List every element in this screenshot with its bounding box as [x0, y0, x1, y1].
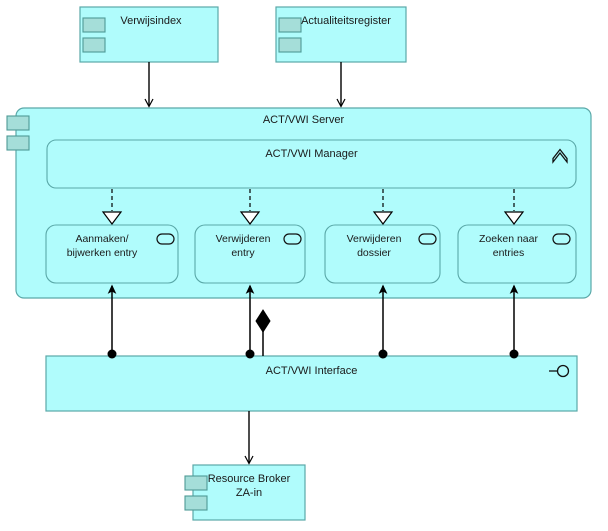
component-tab-upper-icon: [82, 17, 106, 33]
manager-body: [46, 139, 577, 189]
component-body: [192, 464, 306, 521]
operation-zoeken-naar-entries[interactable]: [457, 224, 577, 284]
operation-verwijderen-entry[interactable]: [194, 224, 306, 284]
component-body: [79, 6, 219, 63]
rounded-rect-icon: [552, 233, 571, 245]
server-tab-upper-icon: [6, 115, 30, 131]
realization-manager-to-verwijderen-entry: [239, 189, 261, 225]
operation-aanmaken-bijwerken-entry[interactable]: [45, 224, 179, 284]
operation-body: [45, 224, 179, 284]
assembly-ball-icon: [107, 349, 117, 359]
realization-manager-to-aanmaken: [101, 189, 123, 225]
assembly-aanmaken: [107, 284, 117, 359]
realization-manager-to-zoeken: [503, 189, 525, 225]
assembly-ball-icon: [378, 349, 388, 359]
component-actualiteitsregister[interactable]: [275, 6, 407, 63]
component-tab-upper-icon: [278, 17, 302, 33]
chevron-up-icon: [552, 148, 568, 164]
operation-body: [457, 224, 577, 284]
assembly-zoeken: [509, 284, 519, 359]
component-verwijsindex[interactable]: [79, 6, 219, 63]
server-tab-lower-icon: [6, 135, 30, 151]
operation-verwijderen-dossier[interactable]: [324, 224, 441, 284]
rounded-rect-icon: [156, 233, 175, 245]
assembly-verwijderen-entry: [245, 284, 255, 359]
component-tab-lower-icon: [184, 495, 208, 511]
composition-diamond-icon: [255, 309, 271, 333]
component-body: [275, 6, 407, 63]
rounded-rect-icon: [283, 233, 302, 245]
realization-manager-to-verwijderen-dossier: [372, 189, 394, 225]
component-resource-broker-za-in[interactable]: [184, 464, 306, 521]
operation-body: [324, 224, 441, 284]
component-tab-lower-icon: [82, 37, 106, 53]
act-vwi-interface-box[interactable]: [45, 355, 578, 412]
act-vwi-manager-box[interactable]: [46, 139, 577, 189]
rounded-rect-icon: [418, 233, 437, 245]
provided-interface-lollipop-icon: [549, 364, 570, 378]
composition-connector: [255, 309, 271, 356]
component-tab-lower-icon: [278, 37, 302, 53]
component-tab-upper-icon: [184, 475, 208, 491]
assembly-verwijderen-dossier: [378, 284, 388, 359]
assembly-ball-icon: [509, 349, 519, 359]
assembly-ball-icon: [245, 349, 255, 359]
interface-body: [45, 355, 578, 412]
